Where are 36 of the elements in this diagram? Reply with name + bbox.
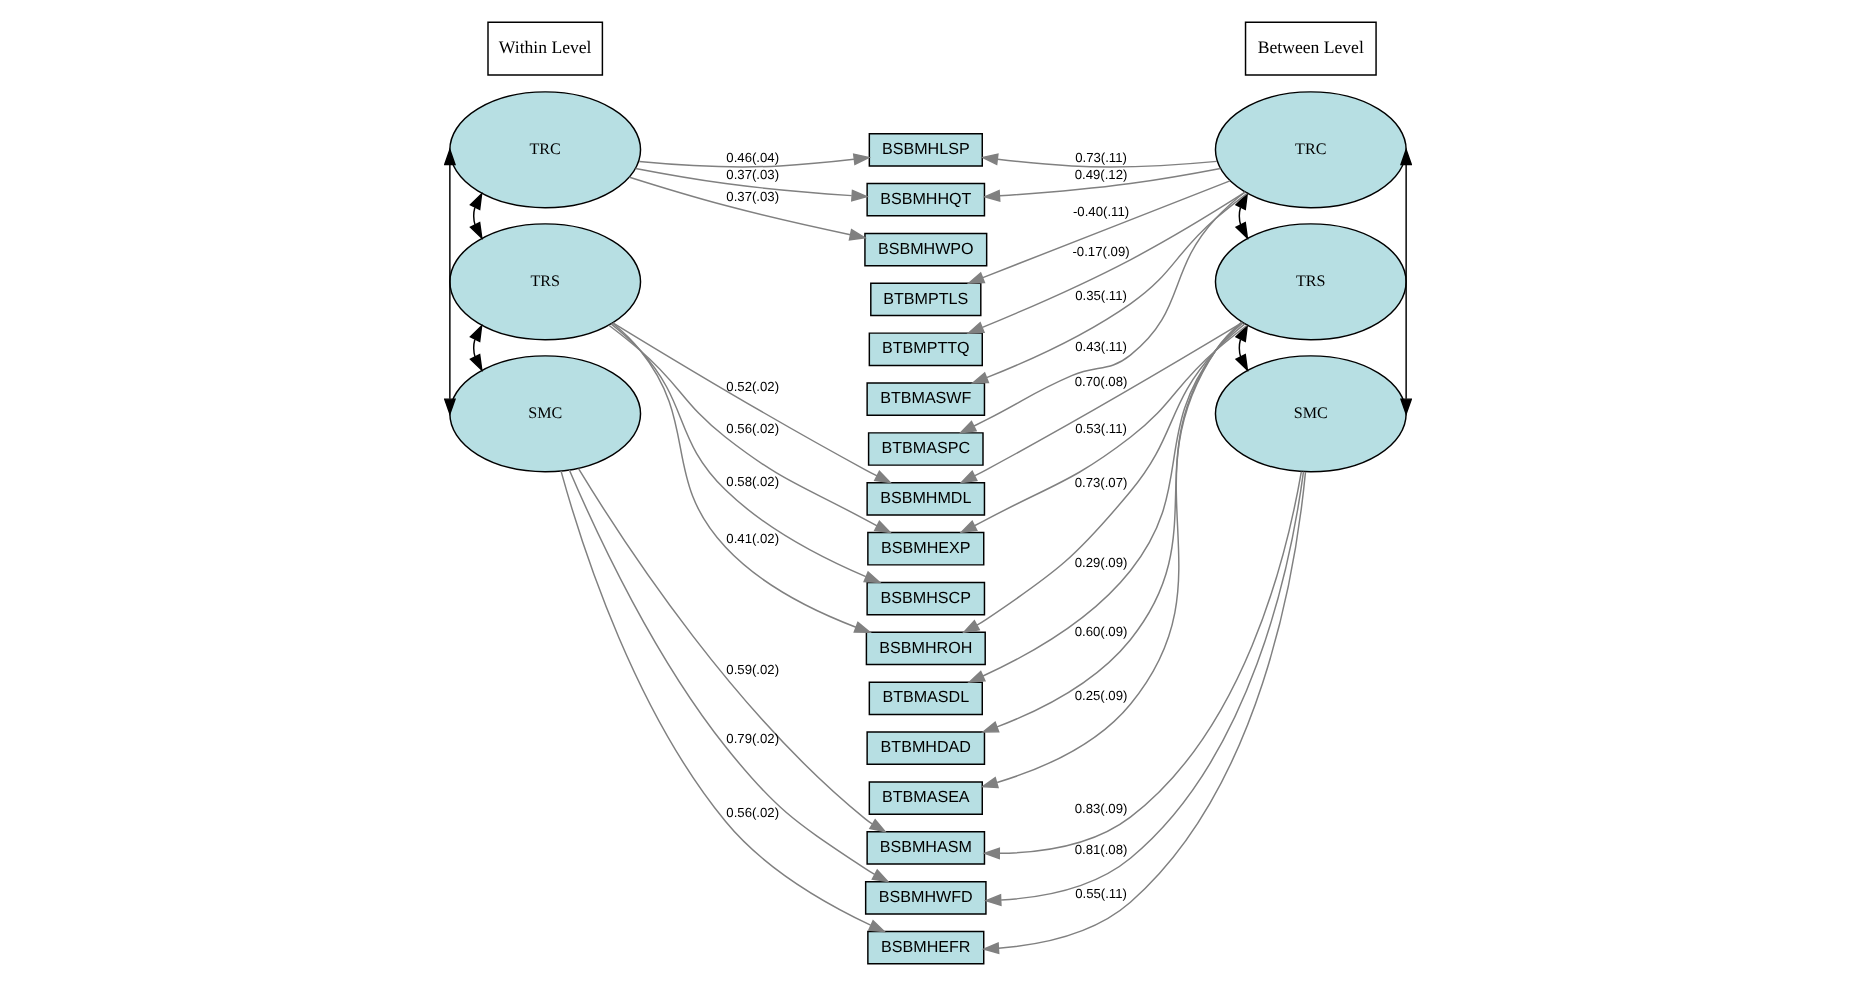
node-box: BTBMPTLS (869, 282, 981, 317)
node-box: BSBMHROH (864, 631, 985, 666)
node-box: BSBMHHQT (865, 182, 985, 217)
arrow (611, 322, 892, 484)
arrow (965, 180, 1230, 284)
node-box: Within Level (486, 21, 603, 76)
node-box: BTBMASWF (865, 382, 985, 416)
arrow (958, 324, 1247, 534)
node-box: BSBMHMDL (865, 482, 985, 516)
arrow (1398, 147, 1411, 417)
arrow (468, 323, 482, 372)
node-box: BSBMHEXP (866, 531, 984, 566)
arrow (637, 153, 871, 168)
node-box: BSBMHASM (865, 831, 985, 865)
arrow (611, 322, 871, 634)
node-box: BTBMHDAD (865, 731, 985, 766)
node-box: BSBMHLSP (867, 132, 982, 167)
arrow (627, 176, 867, 241)
node-box: BTBMASEA (867, 781, 982, 815)
arrow (979, 153, 1217, 168)
node-box: BSBMHSCP (865, 581, 985, 616)
node-box: BTBMASPC (866, 432, 983, 466)
arrow (607, 324, 892, 534)
arrow (969, 192, 1247, 384)
arrow (633, 167, 868, 202)
node-box: BSBMHEFR (866, 930, 984, 965)
arrow (468, 191, 482, 240)
node-box: BSBMHWFD (863, 880, 986, 915)
arrow (576, 467, 886, 833)
arrow (443, 147, 456, 417)
arrow (981, 167, 1221, 202)
node-box: Between Level (1243, 21, 1376, 76)
node-box: BSBMHWPO (863, 232, 987, 267)
node-box: BTBMPTTQ (867, 332, 982, 367)
arrow (609, 323, 881, 584)
node-box: BTBMASDL (867, 681, 982, 716)
